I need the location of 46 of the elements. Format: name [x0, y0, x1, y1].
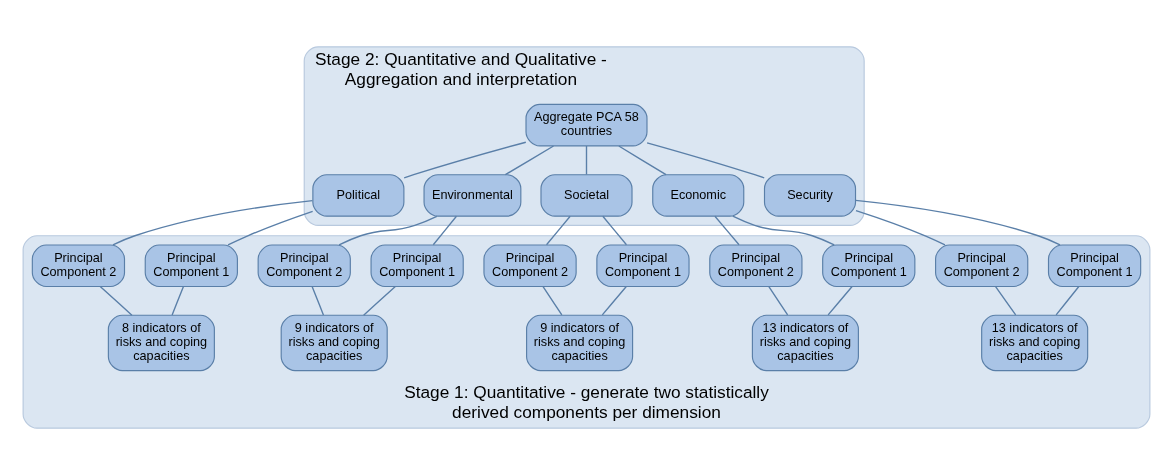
connector — [112, 199, 314, 246]
node-box: Aggregate PCA 58 countries — [525, 103, 648, 146]
node-box: Principal Component 2 — [483, 243, 577, 287]
connector — [311, 285, 325, 316]
connector — [602, 215, 628, 245]
connector — [732, 215, 835, 246]
connector — [432, 215, 458, 245]
connector — [403, 141, 527, 178]
node-box: 8 indicators of risks and coping capacities — [107, 314, 215, 371]
node-box: Principal Component 1 — [370, 243, 464, 287]
node-box: Societal — [540, 173, 633, 217]
connector — [855, 209, 946, 246]
node-box: 13 indicators of risks and coping capacities — [981, 314, 1089, 371]
node-box: Principal Component 2 — [257, 243, 351, 287]
connector — [362, 285, 397, 316]
node-box: Principal Component 2 — [709, 243, 803, 287]
node-box: Principal Component 2 — [31, 243, 126, 287]
connector — [1055, 285, 1080, 316]
connector — [227, 210, 314, 246]
connector — [171, 285, 185, 316]
connector — [338, 215, 438, 246]
connector — [542, 285, 563, 316]
connector — [646, 141, 765, 178]
connector — [545, 215, 571, 245]
connector — [99, 285, 133, 316]
connector — [714, 215, 740, 245]
connector — [994, 285, 1017, 316]
connector — [768, 285, 789, 316]
connector — [827, 285, 853, 316]
node-box: 9 indicators of risks and coping capacities — [526, 314, 634, 371]
node-box: 13 indicators of risks and coping capacities — [751, 314, 859, 371]
node-box: Principal Component 1 — [596, 243, 690, 287]
node-box: Principal Component 1 — [1047, 243, 1142, 287]
connector — [504, 144, 555, 175]
connector — [854, 199, 1061, 246]
node-box: Principal Component 1 — [144, 243, 238, 287]
node-box: 9 indicators of risks and coping capacities — [280, 314, 388, 371]
node-box: Principal Component 2 — [935, 243, 1029, 287]
node-box: Environmental — [423, 173, 522, 217]
node-box: Economic — [652, 173, 745, 217]
connector — [585, 144, 588, 175]
node-box: Principal Component 1 — [822, 243, 916, 287]
node-box: Political — [312, 173, 405, 217]
connector — [601, 285, 627, 316]
node-box: Security — [763, 173, 857, 217]
connector — [618, 144, 667, 175]
